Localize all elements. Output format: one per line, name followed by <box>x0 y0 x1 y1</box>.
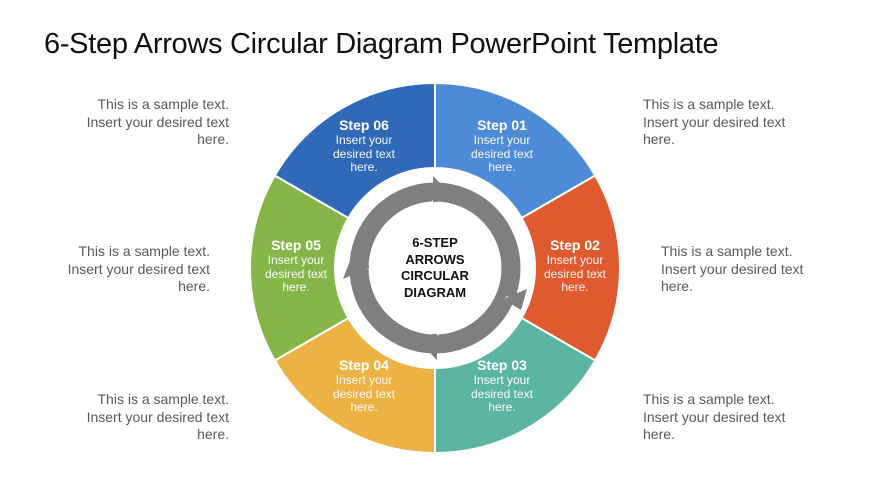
side-text-bottom-left: This is a sample text. Insert your desir… <box>29 391 229 444</box>
side-text-top-right: This is a sample text. Insert your desir… <box>643 96 843 149</box>
step-desc: desired text <box>264 266 328 281</box>
segment-step-06 <box>273 81 436 220</box>
center-disc <box>369 202 501 334</box>
side-text-line: here. <box>197 426 229 442</box>
side-text-line: here. <box>643 426 675 442</box>
center-title: 6-STEP ARROWS CIRCULAR DIAGRAM <box>375 235 495 301</box>
side-text-line: Insert your desired text <box>643 113 786 130</box>
arrow-heads <box>343 176 527 360</box>
side-text-line: here. <box>643 131 675 147</box>
side-text-line: Insert your desired text <box>661 260 804 277</box>
step-desc: desired text <box>543 266 607 281</box>
side-text-line: This is a sample text. <box>643 391 775 407</box>
step-desc: here. <box>561 280 589 294</box>
step-desc: desired text <box>332 146 396 161</box>
step-04-text: Step 04 Insert your desired text here. <box>309 356 419 415</box>
side-text-mid-left: This is a sample text. Insert your desir… <box>10 243 210 296</box>
step-desc: Insert your <box>546 253 604 267</box>
center-line: CIRCULAR <box>401 268 469 283</box>
step-desc: here. <box>488 160 516 174</box>
side-text-bottom-right: This is a sample text. Insert your desir… <box>643 391 843 444</box>
step-label: Step 04 <box>339 357 389 373</box>
segment-step-05 <box>249 174 350 362</box>
step-desc: Insert your <box>335 373 393 387</box>
step-desc: Insert your <box>267 253 325 267</box>
segment-step-02 <box>520 174 621 362</box>
side-text-top-left: This is a sample text. Insert your desir… <box>29 96 229 149</box>
step-02-text: Step 02 Insert your desired text here. <box>520 236 630 295</box>
side-text-line: Insert your desired text <box>67 260 210 277</box>
side-text-line: here. <box>197 131 229 147</box>
step-03-text: Step 03 Insert your desired text here. <box>447 356 557 415</box>
segment-step-01 <box>434 81 597 220</box>
step-desc: here. <box>282 280 310 294</box>
side-text-line: This is a sample text. <box>661 243 793 259</box>
step-desc: desired text <box>470 386 534 401</box>
step-desc: here. <box>350 160 378 174</box>
step-desc: Insert your <box>473 133 531 147</box>
segment-step-04 <box>273 316 436 455</box>
side-text-line: Insert your desired text <box>86 113 229 130</box>
side-text-line: This is a sample text. <box>643 96 775 112</box>
step-desc: desired text <box>470 146 534 161</box>
step-desc: here. <box>350 400 378 414</box>
step-desc: Insert your <box>473 373 531 387</box>
side-text-line: here. <box>661 278 693 294</box>
side-text-line: This is a sample text. <box>97 96 230 112</box>
center-line: DIAGRAM <box>403 284 467 300</box>
step-label: Step 02 <box>550 237 600 253</box>
step-05-text: Step 05 Insert your desired text here. <box>241 236 351 295</box>
step-label: Step 03 <box>477 357 527 373</box>
step-desc: Insert your <box>335 133 393 147</box>
slide-title: 6-Step Arrows Circular Diagram PowerPoin… <box>44 28 719 60</box>
side-text-line: This is a sample text. <box>97 391 230 407</box>
side-text-line: here. <box>178 278 210 294</box>
side-text-line: Insert your desired text <box>643 408 786 425</box>
step-01-text: Step 01 Insert your desired text here. <box>447 116 557 175</box>
segment-step-03 <box>434 316 597 455</box>
step-06-text: Step 06 Insert your desired text here. <box>309 116 419 175</box>
center-line: 6-STEP <box>412 235 458 250</box>
center-line: ARROWS <box>405 251 465 267</box>
step-label: Step 01 <box>477 117 527 133</box>
step-desc: here. <box>488 400 516 414</box>
step-desc: desired text <box>332 386 396 401</box>
side-text-mid-right: This is a sample text. Insert your desir… <box>661 243 861 296</box>
side-text-line: This is a sample text. <box>78 243 211 259</box>
step-label: Step 06 <box>339 117 389 133</box>
side-text-line: Insert your desired text <box>86 408 229 425</box>
step-label: Step 05 <box>271 237 321 253</box>
